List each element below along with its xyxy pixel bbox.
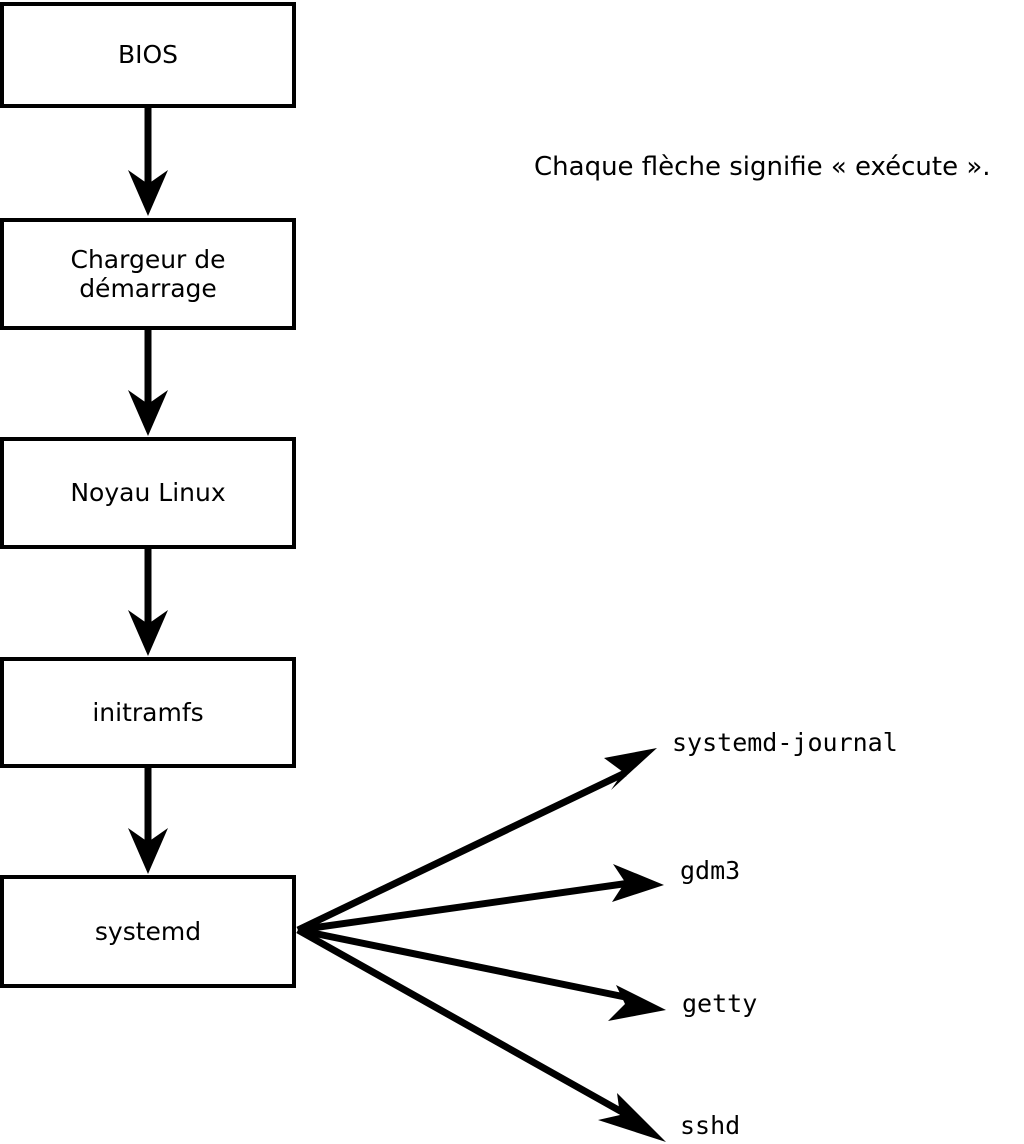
box-bootloader-label: Chargeur de démarrage (70, 244, 226, 304)
box-kernel-label: Noyau Linux (70, 478, 226, 508)
edge-systemd-to-getty (297, 926, 666, 1021)
box-kernel[interactable]: Noyau Linux (0, 437, 296, 549)
box-initramfs[interactable]: initramfs (0, 657, 296, 768)
process-label-getty: getty (682, 989, 758, 1018)
box-systemd-label: systemd (94, 916, 202, 946)
box-bios[interactable]: BIOS (0, 2, 296, 108)
edge-kernel-to-initramfs (128, 549, 168, 656)
edge-systemd-to-systemd-journal (296, 748, 657, 934)
process-label-systemd-journal: systemd-journal (672, 728, 898, 757)
edge-systemd-to-gdm3 (297, 864, 664, 934)
box-systemd[interactable]: systemd (0, 875, 296, 988)
edge-systemd-to-sshd (296, 926, 666, 1142)
edge-bios-to-bootloader (128, 108, 168, 216)
edge-initramfs-to-systemd (128, 768, 168, 874)
box-initramfs-label: initramfs (92, 697, 204, 727)
diagram-caption: Chaque flèche signifie « exécute ». (534, 152, 991, 182)
process-label-gdm3: gdm3 (680, 856, 741, 885)
process-label-sshd: sshd (680, 1111, 741, 1140)
box-bootloader[interactable]: Chargeur de démarrage (0, 218, 296, 330)
box-bios-label: BIOS (117, 40, 179, 70)
edge-bootloader-to-kernel (128, 330, 168, 436)
